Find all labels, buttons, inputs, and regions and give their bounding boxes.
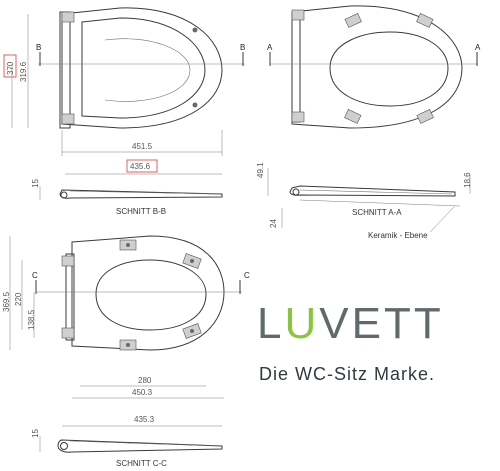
profile-bb-top (69, 190, 221, 195)
section-cc: 435.3 15 SCHNITT C-C (31, 415, 223, 468)
dim-text-319-6: 319.6 (19, 61, 28, 82)
seat-inner-top-right (329, 31, 449, 107)
dim-text-435-6: 435.6 (130, 162, 151, 171)
hinge-block-middle-lower (61, 327, 75, 339)
leader-keramik (429, 205, 456, 233)
cut-letter-c-right: C (244, 271, 250, 280)
middle-left-view: C C 369.5 220 138.5 280 450.3 (2, 235, 250, 399)
seat-outline-top-left (61, 7, 223, 129)
brand-name-suffix: VETT (319, 299, 444, 348)
cut-letter-b-right: B (240, 43, 245, 52)
dim-text-220: 220 (14, 292, 23, 306)
profile-cc-top (69, 440, 221, 447)
hinge-aa (292, 188, 300, 196)
buffer-top-right-2 (416, 13, 434, 28)
cut-letter-b-left: B (36, 43, 41, 52)
dim-text-280: 280 (138, 376, 152, 385)
hinge-block-top-left-lower (61, 113, 75, 125)
dim-text-cc-15: 15 (31, 429, 40, 438)
brand-tagline: Die WC-Sitz Marke. (259, 364, 436, 384)
hinge-bb (60, 191, 68, 199)
dim-text-450-3: 450.3 (132, 388, 153, 397)
note-keramik-ebene: Keramik - Ebene (368, 231, 428, 240)
seat-inner-top-left (81, 17, 206, 119)
hinge-block-top-left-upper (61, 11, 75, 23)
buffer-top-right-4 (416, 109, 434, 124)
seat-inner-middle (95, 259, 207, 331)
dim-text-435-3: 435.3 (134, 415, 155, 424)
buffer-middle-2 (182, 253, 202, 269)
buffer-middle-4 (182, 323, 202, 339)
dim-text-138-5: 138.5 (27, 309, 36, 330)
hinge-block-middle-upper (61, 255, 75, 267)
profile-aa (289, 185, 456, 197)
cut-letter-a-left: A (267, 43, 273, 52)
section-aa: 49.1 18.6 24 SCHNITT A-A Keramik - Ebene (256, 162, 472, 240)
brand-logo: LUVETT Die WC-Sitz Marke. (257, 300, 487, 390)
hinge-bar-top-right (291, 17, 301, 123)
cut-letter-a-right: A (475, 43, 481, 52)
buffer-middle-3 (119, 339, 137, 351)
brand-name: LUVETT (257, 300, 444, 348)
hinge-block-top-right-lower (291, 111, 305, 123)
top-right-view: A A (267, 5, 481, 129)
buffer-top-left-1 (192, 27, 198, 33)
buffer-top-right-1 (344, 13, 362, 28)
dim-text-aa-24: 24 (269, 219, 278, 228)
caption-schnitt-bb: SCHNITT B-B (116, 207, 166, 216)
top-left-view: B B 370 319.6 451.5 435.6 (3, 7, 245, 175)
ground-line-aa (299, 199, 461, 207)
section-bb: 15 SCHNITT B-B (31, 179, 223, 216)
brand-name-accent: U (284, 299, 320, 348)
hinge-cc (60, 442, 68, 450)
caption-schnitt-aa: SCHNITT A-A (352, 208, 402, 217)
buffer-top-right-3 (344, 109, 362, 124)
dim-highlight-370 (3, 54, 17, 78)
dim-text-aa-49-1: 49.1 (256, 162, 265, 178)
profile-aa-inner (299, 189, 453, 195)
buffer-top-left-2 (192, 102, 198, 108)
dim-highlight-435-6 (126, 159, 158, 173)
buffer-middle-1 (119, 239, 137, 251)
brand-name-prefix: L (257, 299, 285, 348)
dim-text-369-5: 369.5 (2, 291, 11, 312)
hinge-bar-middle (65, 253, 75, 341)
seat-outline-top-right (291, 5, 463, 129)
profile-cc (57, 439, 223, 453)
dim-text-bb-15: 15 (31, 179, 40, 188)
cut-letter-c-left: C (32, 271, 38, 280)
caption-schnitt-cc: SCHNITT C-C (116, 459, 167, 468)
seat-opening-top-left (104, 38, 191, 102)
dim-text-370: 370 (6, 61, 15, 75)
dim-text-aa-18-6: 18.6 (463, 172, 472, 188)
hinge-block-top-right-upper (291, 9, 305, 21)
dim-text-451-5: 451.5 (132, 142, 153, 151)
